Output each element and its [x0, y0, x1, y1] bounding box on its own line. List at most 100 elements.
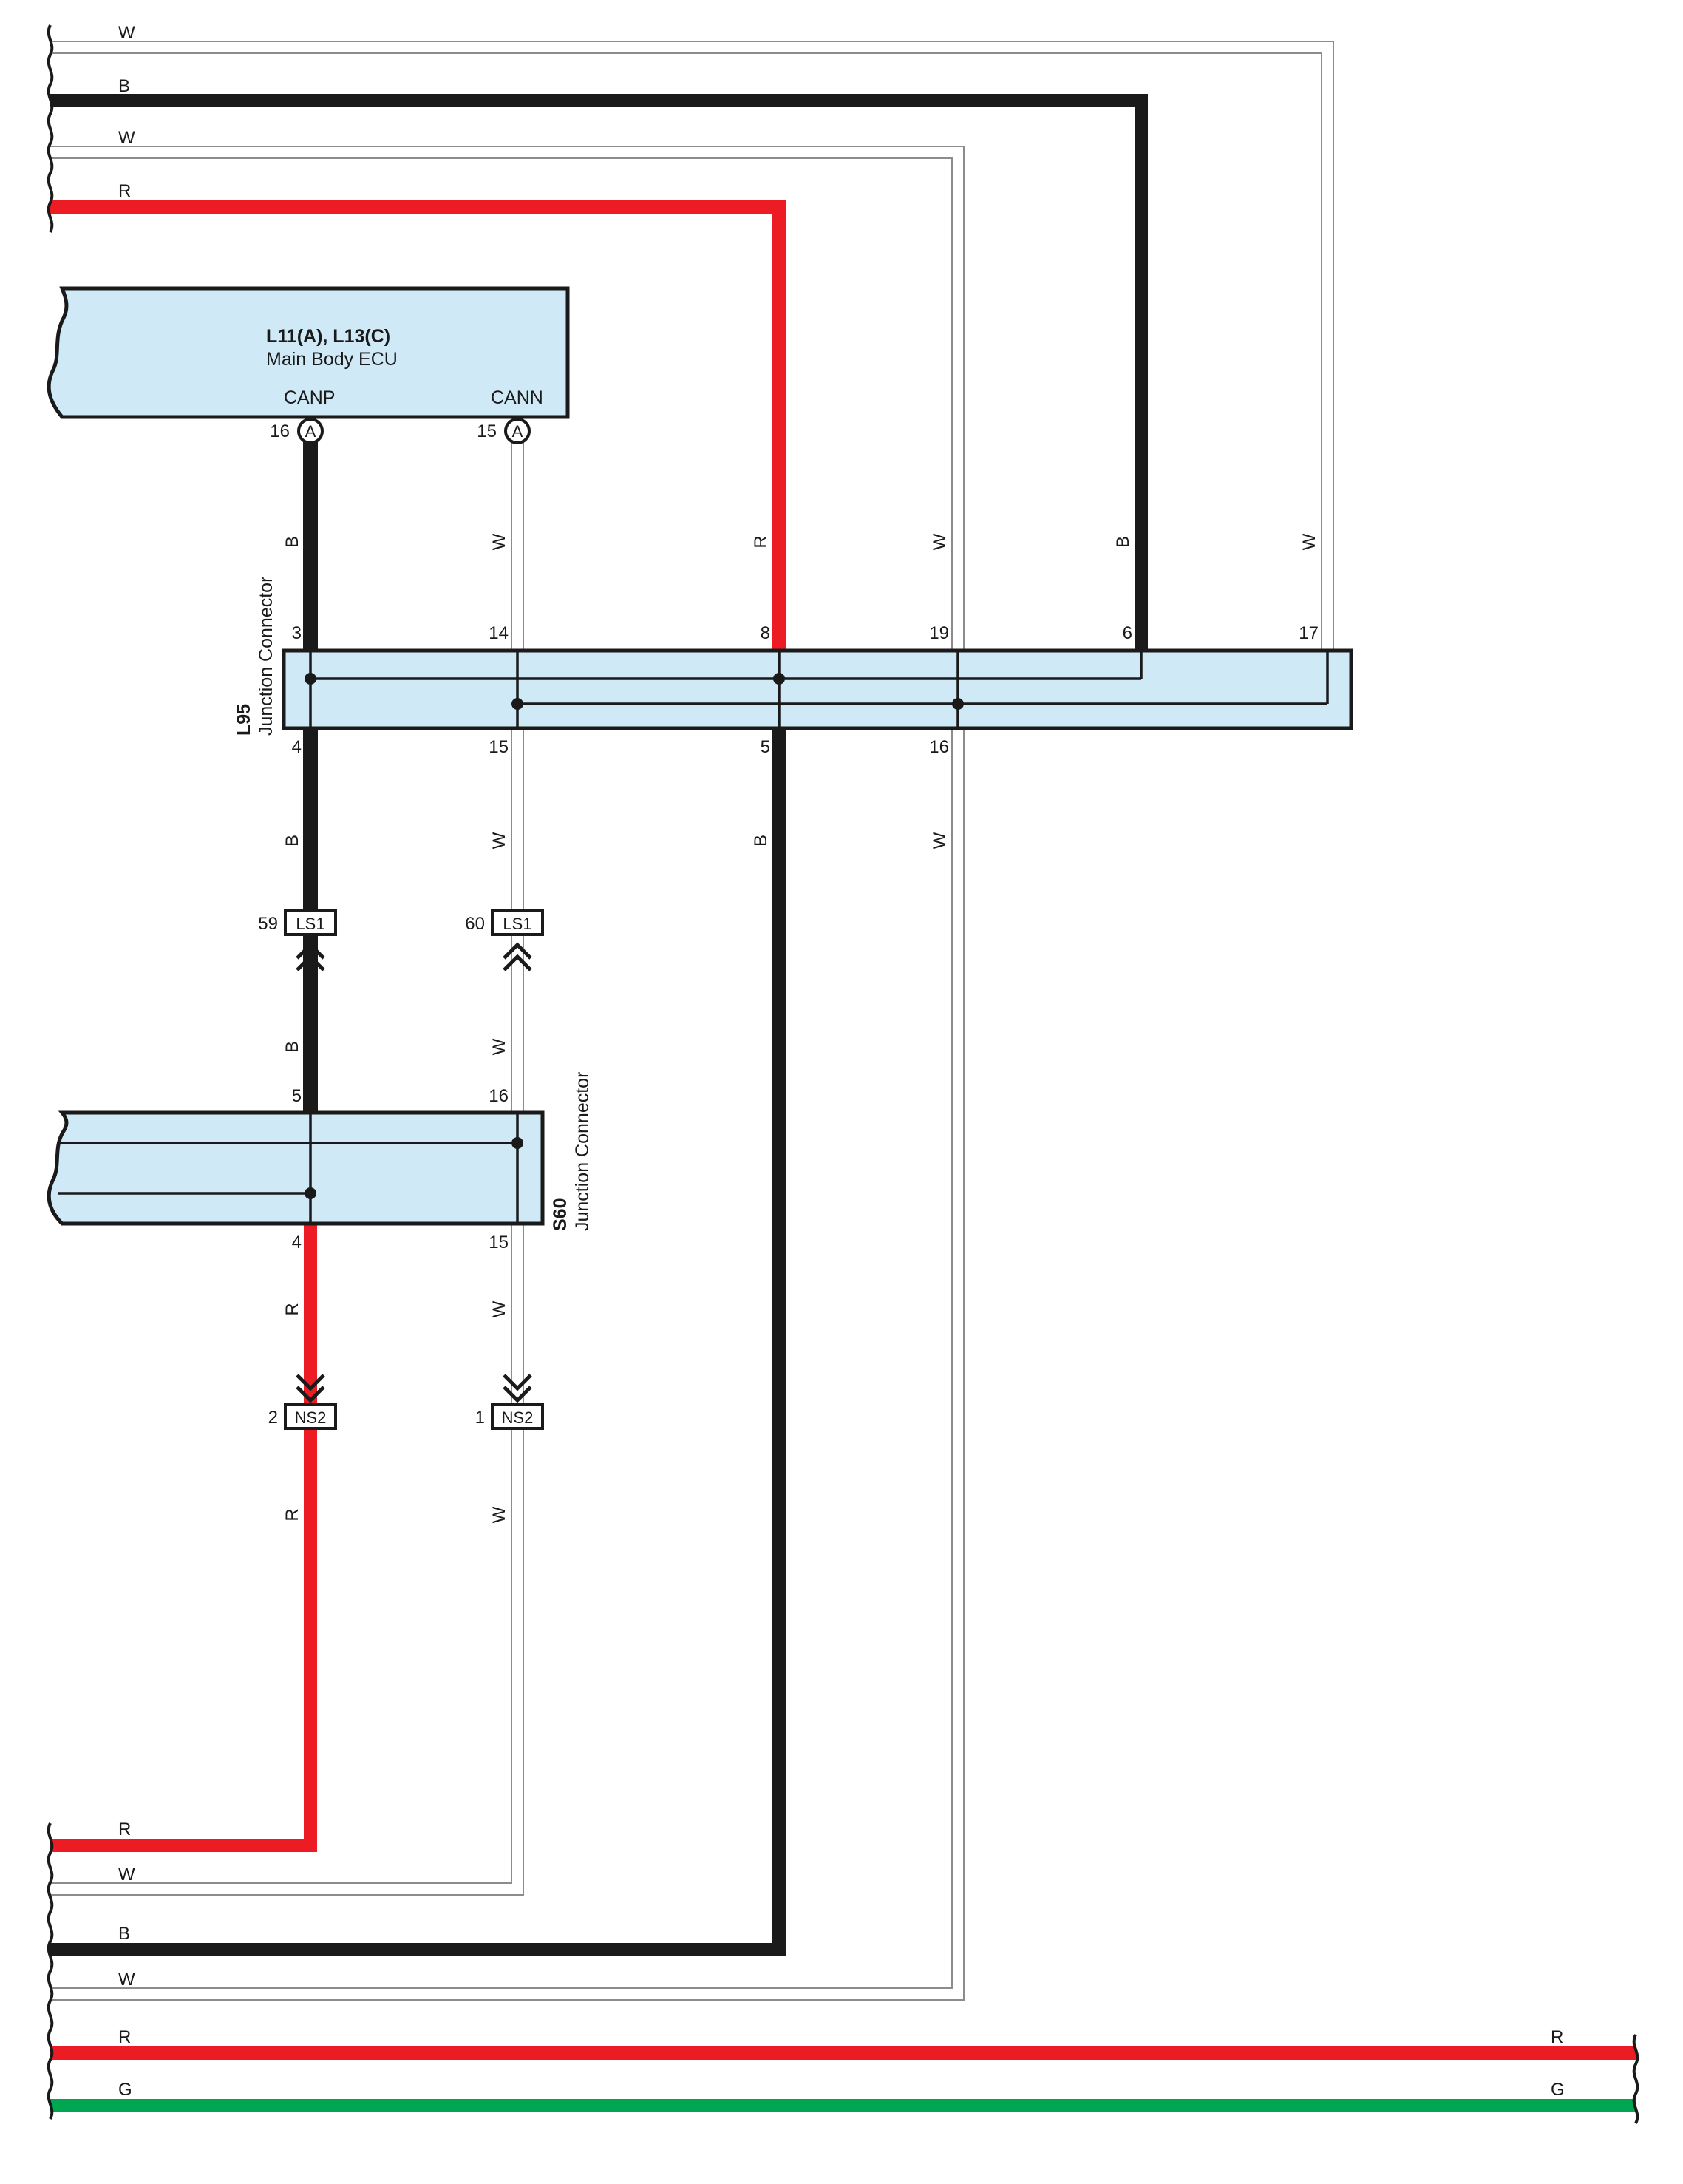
bottom-wire-label-5: R — [118, 2027, 131, 2047]
ns2-connector: NS2 2 NS2 1 — [268, 1374, 544, 1430]
wire-top-w2 — [50, 146, 965, 651]
s60-code: S60 — [550, 1198, 571, 1231]
vlabel-l95-ls1-3: B — [751, 835, 771, 847]
s60-pin-16: 16 — [489, 1086, 509, 1106]
s60-box — [47, 1110, 545, 1226]
bottom-wire-label-3: B — [118, 1924, 130, 1944]
vlabel-ecu-l95-4: W — [930, 533, 950, 550]
vlabel-l95-ls1-2: W — [489, 832, 509, 849]
vlabel-ls1-s60-2: W — [489, 1038, 509, 1055]
s60-name: Junction Connector — [572, 1072, 593, 1231]
l95-box — [282, 648, 1353, 730]
ecu-cann-label: CANN — [491, 387, 543, 408]
horizontal-wire-labels: W B W R R W B W R G R G — [118, 23, 1565, 2100]
wire-top-r — [50, 200, 786, 651]
ns2-pin-2: 2 — [268, 1408, 278, 1428]
main-body-ecu: L11(A), L13(C) Main Body ECU CANP CANN A… — [47, 286, 570, 444]
l95-pin-19: 19 — [929, 623, 949, 643]
vlabel-ns2-down-1: R — [282, 1508, 302, 1521]
bottom-wire-label-6: G — [118, 2080, 132, 2100]
top-wire-label-2: B — [118, 76, 130, 96]
bottom-wire-label-2: W — [118, 1865, 135, 1885]
l95-label: L95 Junction Connector — [234, 577, 276, 736]
s60-pin-5: 5 — [292, 1086, 302, 1106]
l95-junction-connector: L95 Junction Connector 3 14 8 19 6 17 4 … — [234, 577, 1353, 757]
vlabel-s60-ns2-1: R — [282, 1303, 302, 1315]
l95-pin-17: 17 — [1299, 623, 1319, 643]
wire-top-b — [50, 94, 1148, 651]
ecu-canp-terminal — [297, 418, 324, 444]
ns2-tag-box-1 — [491, 1403, 544, 1430]
ecu-title: L11(A), L13(C) — [266, 326, 390, 347]
ls1-tag-60: LS1 — [503, 915, 531, 933]
vlabel-ns2-down-2: W — [489, 1506, 509, 1523]
s60-bus-lines — [58, 1113, 519, 1224]
break-mark-right-bottom — [1632, 2034, 1639, 2124]
ecu-cann-pin: 15 — [477, 421, 497, 441]
l95-pin-16: 16 — [929, 737, 949, 757]
ls1-connector: LS1 59 LS1 60 — [258, 909, 544, 971]
l95-pin-3: 3 — [292, 623, 302, 643]
ls1-pin-60: 60 — [465, 914, 485, 934]
vlabel-ecu-l95-2: W — [489, 533, 509, 550]
wire-l95-5-b — [50, 728, 786, 1956]
ls1-arrow-60 — [503, 942, 532, 971]
s60-junction-connector: S60 Junction Connector 5 16 4 15 — [47, 1072, 593, 1252]
bottom-wire-label-4: W — [118, 1970, 135, 1990]
wire-break-marks — [47, 24, 1639, 2124]
ecu-canp-label: CANP — [284, 387, 335, 408]
s60-label: S60 Junction Connector — [550, 1072, 593, 1231]
vlabel-ecu-l95-5: B — [1113, 536, 1133, 548]
vlabel-ecu-l95-3: R — [751, 535, 771, 548]
bottom-wire-label-1: R — [118, 1820, 131, 1839]
top-wire-label-1: W — [118, 23, 135, 43]
top-wire-label-3: W — [118, 128, 135, 148]
wire-top-w1 — [50, 41, 1334, 651]
wire-s60-4-r — [50, 1224, 317, 1852]
l95-pin-15: 15 — [489, 737, 509, 757]
ecu-box — [47, 286, 570, 419]
ns2-tag-2: NS2 — [295, 1408, 327, 1427]
vlabel-l95-ls1-1: B — [282, 835, 302, 847]
ns2-tag-box-2 — [284, 1403, 337, 1430]
ecu-cann-tag: A — [512, 422, 523, 441]
right-wire-label-g: G — [1551, 2080, 1565, 2100]
ecu-canp-tag: A — [305, 422, 316, 441]
ls1-arrow-59 — [296, 942, 325, 971]
ls1-pin-59: 59 — [258, 914, 278, 934]
right-wire-label-r: R — [1551, 2027, 1563, 2047]
ecu-canp-pin: 16 — [270, 421, 290, 441]
vlabel-l95-ls1-4: W — [930, 832, 950, 849]
ns2-arrow-1 — [503, 1374, 532, 1403]
ls1-tag-59: LS1 — [296, 915, 324, 933]
ns2-arrow-2 — [296, 1374, 325, 1403]
l95-pin-5: 5 — [761, 737, 770, 757]
ls1-tag-box-59 — [284, 909, 337, 936]
vlabel-s60-ns2-2: W — [489, 1300, 509, 1317]
vlabel-ecu-l95-1: B — [282, 536, 302, 548]
s60-pin-4: 4 — [292, 1232, 302, 1252]
vlabel-ecu-l95-6: W — [1299, 533, 1319, 550]
s60-pin-15: 15 — [489, 1232, 509, 1252]
vlabel-ls1-s60-1: B — [282, 1041, 302, 1053]
break-mark-left-top — [47, 24, 54, 233]
ns2-pin-1: 1 — [475, 1408, 485, 1428]
l95-code: L95 — [234, 704, 254, 736]
top-wire-label-4: R — [118, 181, 131, 201]
break-mark-left-bottom — [47, 1822, 54, 2120]
ecu-subtitle: Main Body ECU — [266, 349, 398, 370]
l95-name: Junction Connector — [256, 577, 276, 736]
l95-pin-6: 6 — [1123, 623, 1132, 643]
ls1-tag-box-60 — [491, 909, 544, 936]
vertical-wire-labels: B W R W B W B W B W B W R W R W — [282, 533, 1319, 1523]
l95-pin-4: 4 — [292, 737, 302, 757]
wire-l95-16-down — [50, 728, 965, 2001]
s60-splice-dots — [305, 1137, 523, 1199]
l95-splice-dots — [305, 673, 964, 710]
l95-pin-14: 14 — [489, 623, 509, 643]
l95-bus-lines — [309, 651, 1329, 728]
ns2-tag-1: NS2 — [502, 1408, 534, 1427]
l95-pin-8: 8 — [761, 623, 770, 643]
ecu-cann-terminal — [504, 418, 531, 444]
